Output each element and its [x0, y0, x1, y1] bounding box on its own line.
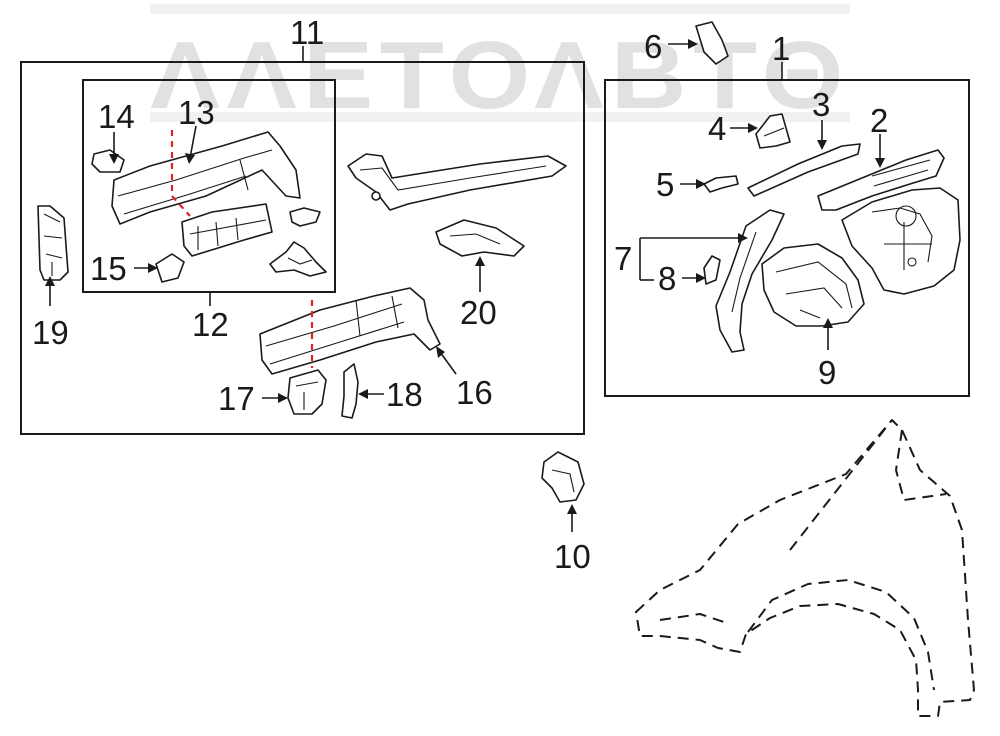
callout-14: 14: [98, 98, 135, 135]
part-12-bracket: [269, 241, 327, 277]
callout-12: 12: [192, 306, 229, 343]
leader-arrows: [45, 39, 885, 532]
callout-17: 17: [218, 380, 255, 417]
part-2: [817, 149, 945, 211]
part-6: [695, 21, 729, 65]
callout-19: 19: [32, 314, 69, 351]
part-14: [91, 149, 125, 173]
part-19: [37, 205, 69, 281]
callouts: 11 1 6 14 13 3 4 2 5 7 8 15 12 19 20 9 1…: [32, 14, 888, 575]
part-5: [703, 175, 739, 193]
callout-16: 16: [456, 374, 493, 411]
callout-6: 6: [644, 28, 662, 65]
fender-outline: [635, 419, 975, 717]
callout-10: 10: [554, 538, 591, 575]
callout-15: 15: [90, 250, 127, 287]
part-10: [541, 451, 585, 503]
part-13: [111, 131, 301, 225]
part-9: [761, 243, 865, 327]
watermark-logo-text: ΛΛΕΤΟΛΒΤΘ: [150, 22, 850, 129]
callout-3: 3: [812, 86, 830, 123]
callout-7: 7: [614, 240, 632, 277]
watermark: ΛΛΕΤΟΛΒΤΘ: [150, 4, 850, 129]
callout-18: 18: [386, 376, 423, 413]
part-13-reinforcement: [181, 203, 273, 257]
callout-9: 9: [818, 354, 836, 391]
callout-4: 4: [708, 110, 726, 147]
part-15: [155, 253, 185, 283]
part-20: [435, 219, 525, 257]
callout-2: 2: [870, 102, 888, 139]
group-box-1: [604, 79, 970, 397]
part-11-long-rail: [347, 153, 567, 211]
part-3: [747, 143, 861, 197]
part-7: [715, 209, 785, 353]
cut-mark-13-diagonal: [171, 195, 191, 217]
callout-20: 20: [460, 294, 497, 331]
part-13-small-bracket: [289, 207, 321, 227]
callout-8: 8: [658, 260, 676, 297]
part-17: [287, 369, 327, 415]
part-12-lower-member: [259, 287, 441, 375]
callout-13: 13: [178, 94, 215, 131]
part-8: [703, 255, 721, 285]
part-18: [341, 363, 359, 419]
callout-11: 11: [290, 14, 324, 51]
part-4: [755, 113, 791, 149]
group-box-12: [82, 79, 336, 293]
part-1-wheelhouse: [841, 187, 961, 295]
callout-5: 5: [656, 166, 674, 203]
callout-1: 1: [772, 30, 790, 67]
